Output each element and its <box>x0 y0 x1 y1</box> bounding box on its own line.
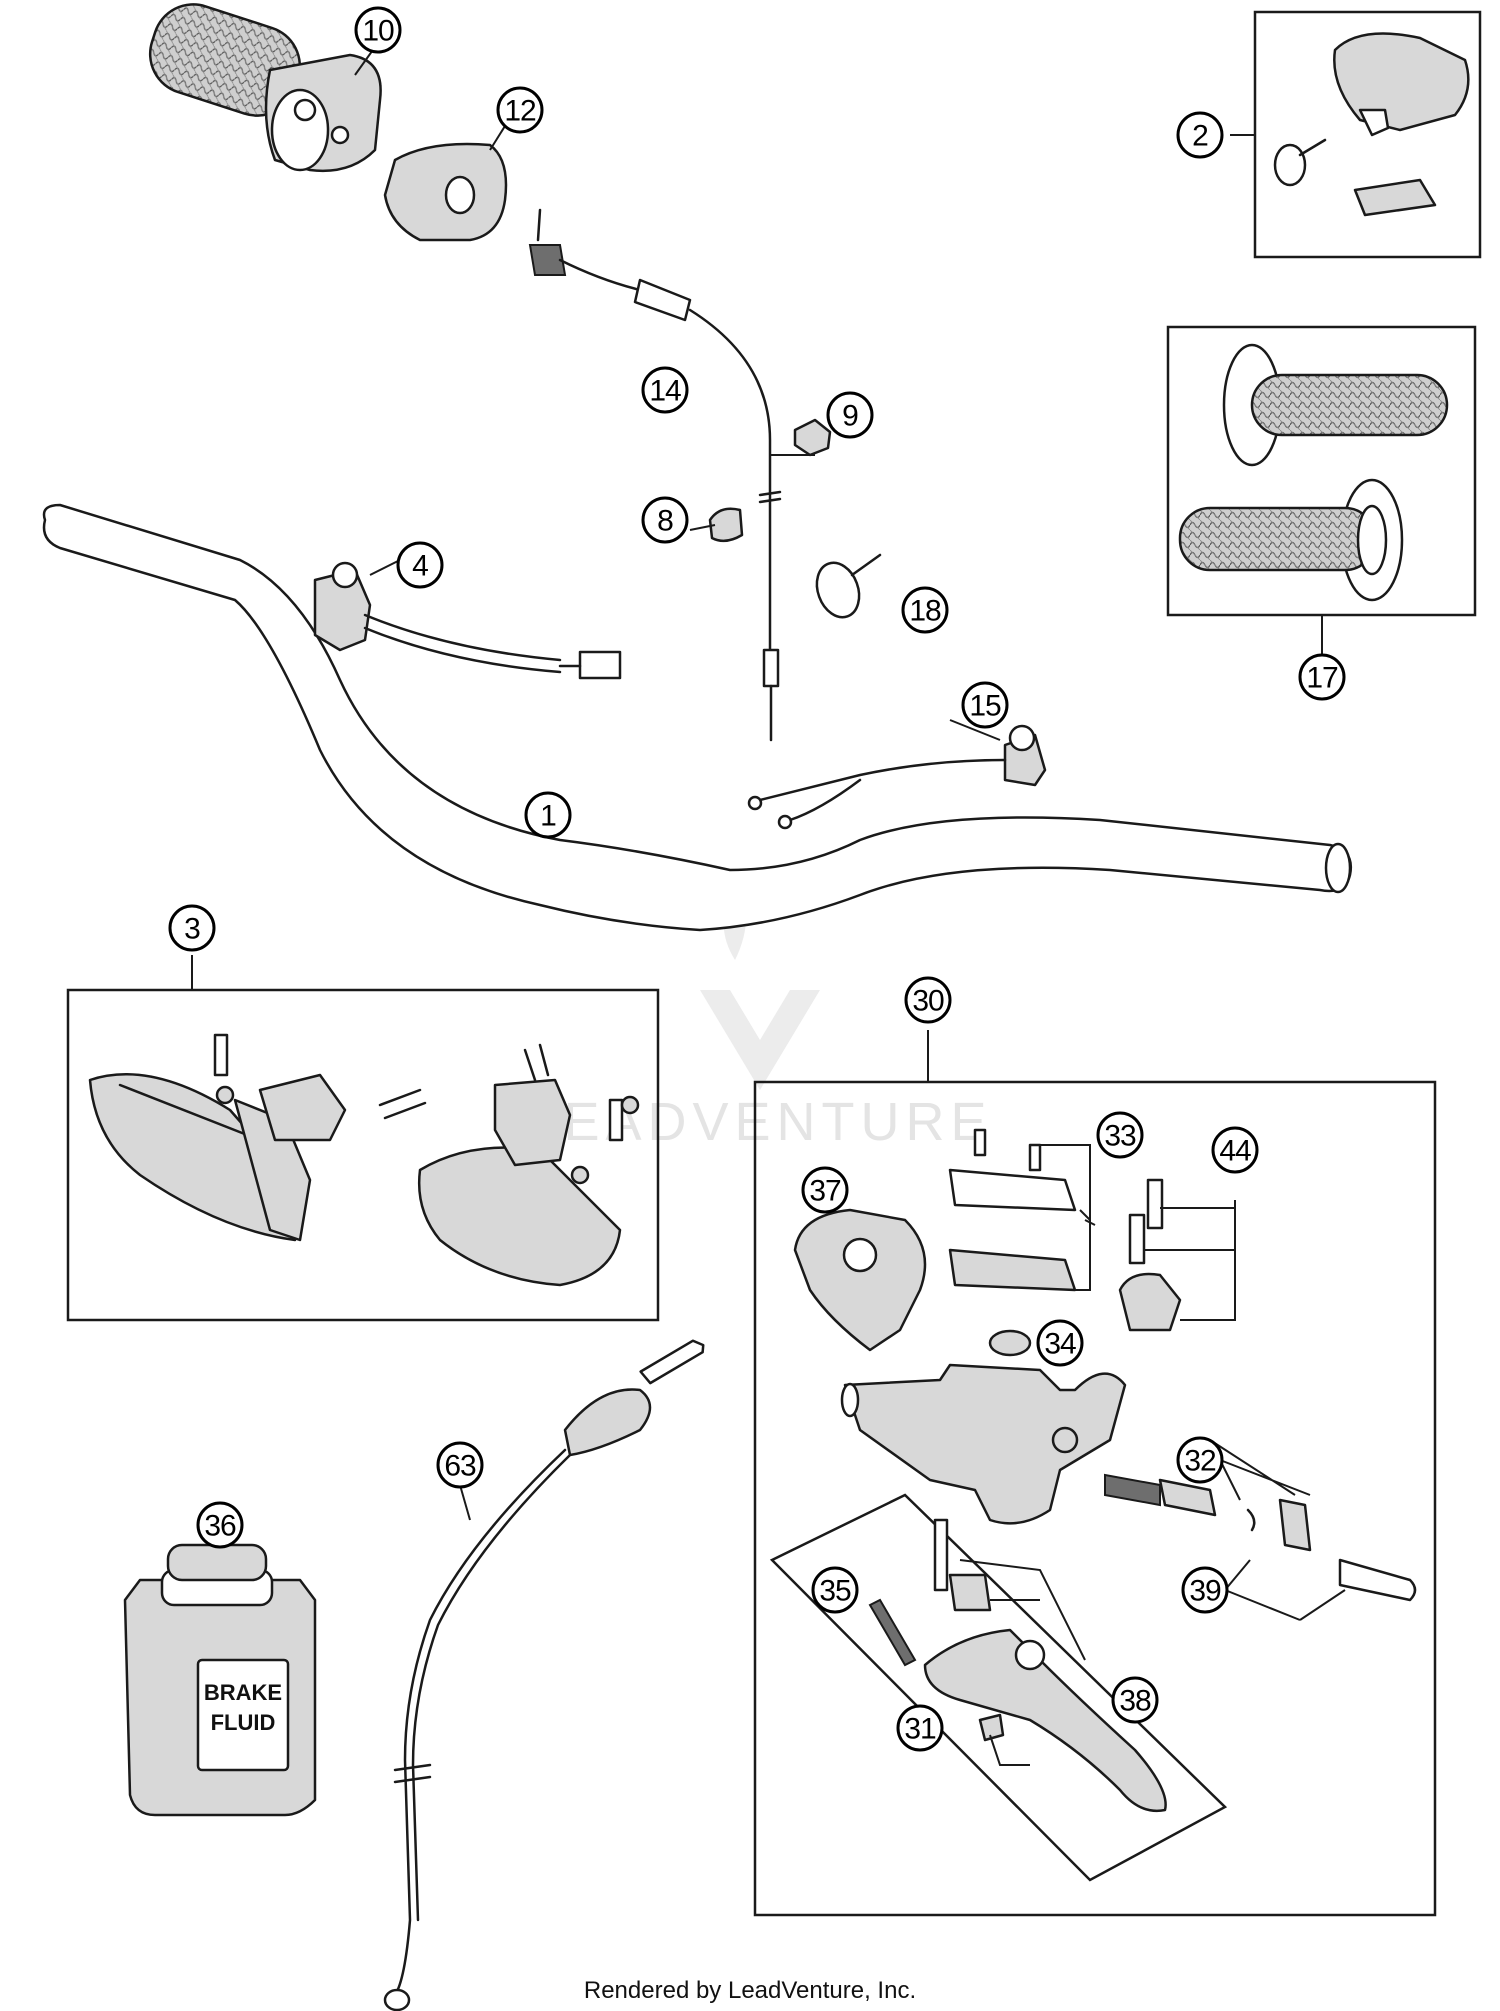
callout-2: 2 <box>1176 111 1224 159</box>
callout-circle <box>1211 1126 1259 1174</box>
callout-circle <box>896 1704 944 1752</box>
kill-switch <box>747 724 1047 830</box>
kit-box-17 <box>1166 325 1477 655</box>
callout-circle <box>168 904 216 952</box>
callout-label: 8 <box>657 505 673 538</box>
callout-circle <box>1096 1111 1144 1159</box>
callout-12: 12 <box>496 86 544 134</box>
callout-label: 3 <box>184 913 200 946</box>
callout-label: 36 <box>204 1510 236 1543</box>
callout-label: 14 <box>649 375 681 408</box>
cable-clip <box>708 507 744 543</box>
callout-label: 18 <box>909 595 941 628</box>
callout-label: 38 <box>1119 1685 1151 1718</box>
callout-label: 30 <box>912 985 944 1018</box>
callout-label: 63 <box>444 1450 476 1483</box>
callout-label: 35 <box>819 1575 851 1608</box>
callout-label: 12 <box>504 95 536 128</box>
callout-circle <box>1036 1319 1084 1367</box>
callout-31: 31 <box>896 1704 944 1752</box>
callout-circle <box>1298 653 1346 701</box>
callout-circle <box>904 976 952 1024</box>
callout-label: 1 <box>540 800 556 833</box>
callout-circle <box>801 1166 849 1214</box>
callout-9: 9 <box>826 391 874 439</box>
callout-15: 15 <box>961 681 1009 729</box>
callout-circle <box>354 6 402 54</box>
callout-18: 18 <box>901 586 949 634</box>
callout-circle <box>1176 1436 1224 1484</box>
callout-circle <box>436 1441 484 1489</box>
cable-tie <box>815 553 882 619</box>
callout-label: 33 <box>1104 1120 1136 1153</box>
callout-circle <box>811 1566 859 1614</box>
callout-circle <box>524 791 572 839</box>
callout-label: 32 <box>1184 1445 1216 1478</box>
callout-1: 1 <box>524 791 572 839</box>
callout-circle <box>1176 111 1224 159</box>
callout-label: 4 <box>412 550 428 583</box>
callout-8: 8 <box>641 496 689 544</box>
callout-circle <box>961 681 1009 729</box>
callout-circle <box>196 1501 244 1549</box>
callout-label: 17 <box>1306 662 1338 695</box>
callout-circle <box>396 541 444 589</box>
callout-circle <box>496 86 544 134</box>
cable-nut <box>793 418 832 457</box>
callout-17: 17 <box>1298 653 1346 701</box>
callout-37: 37 <box>801 1166 849 1214</box>
hand-guard-kit <box>66 955 660 1322</box>
callout-10: 10 <box>354 6 402 54</box>
callout-label: 2 <box>1192 120 1208 153</box>
brake-line <box>383 1339 705 2011</box>
callout-30: 30 <box>904 976 952 1024</box>
kit-box-2 <box>1230 10 1482 259</box>
brake-fluid-can: BRAKE FLUID <box>123 1543 317 1817</box>
handlebar <box>42 503 1353 932</box>
watermark-text: LEADVENTURE <box>527 1092 992 1152</box>
leader-lines <box>354 39 1096 1521</box>
callout-34: 34 <box>1036 1319 1084 1367</box>
callout-63: 63 <box>436 1441 484 1489</box>
callout-36: 36 <box>196 1501 244 1549</box>
callout-label: 44 <box>1219 1135 1251 1168</box>
callout-label: 34 <box>1044 1328 1076 1361</box>
footer-credit: Rendered by LeadVenture, Inc. <box>584 1977 916 2004</box>
callout-circle <box>826 391 874 439</box>
callout-33: 33 <box>1096 1111 1144 1159</box>
callout-circle <box>641 366 689 414</box>
callout-3: 3 <box>168 904 216 952</box>
callout-38: 38 <box>1111 1676 1159 1724</box>
callout-39: 39 <box>1181 1566 1229 1614</box>
callout-35: 35 <box>811 1566 859 1614</box>
throttle-grip <box>148 3 382 172</box>
watermark: LEADVENTURE <box>527 880 992 1152</box>
callout-circle <box>641 496 689 544</box>
callout-32: 32 <box>1176 1436 1224 1484</box>
callout-label: 10 <box>362 15 394 48</box>
callout-44: 44 <box>1211 1126 1259 1174</box>
master-cylinder-kit <box>753 1030 1437 1917</box>
callout-4: 4 <box>396 541 444 589</box>
can-label-line1: BRAKE <box>204 1680 282 1705</box>
callout-label: 31 <box>904 1713 936 1746</box>
callout-label: 39 <box>1189 1575 1221 1608</box>
callout-label: 9 <box>842 400 858 433</box>
callout-14: 14 <box>641 366 689 414</box>
can-label-line2: FLUID <box>211 1710 276 1735</box>
callout-circle <box>901 586 949 634</box>
callout-circle <box>1181 1566 1229 1614</box>
callout-circle <box>1111 1676 1159 1724</box>
throttle-cable <box>528 208 782 742</box>
throttle-cover <box>383 142 508 242</box>
callout-label: 37 <box>809 1175 841 1208</box>
callout-label: 15 <box>969 690 1001 723</box>
left-switch <box>313 561 622 680</box>
